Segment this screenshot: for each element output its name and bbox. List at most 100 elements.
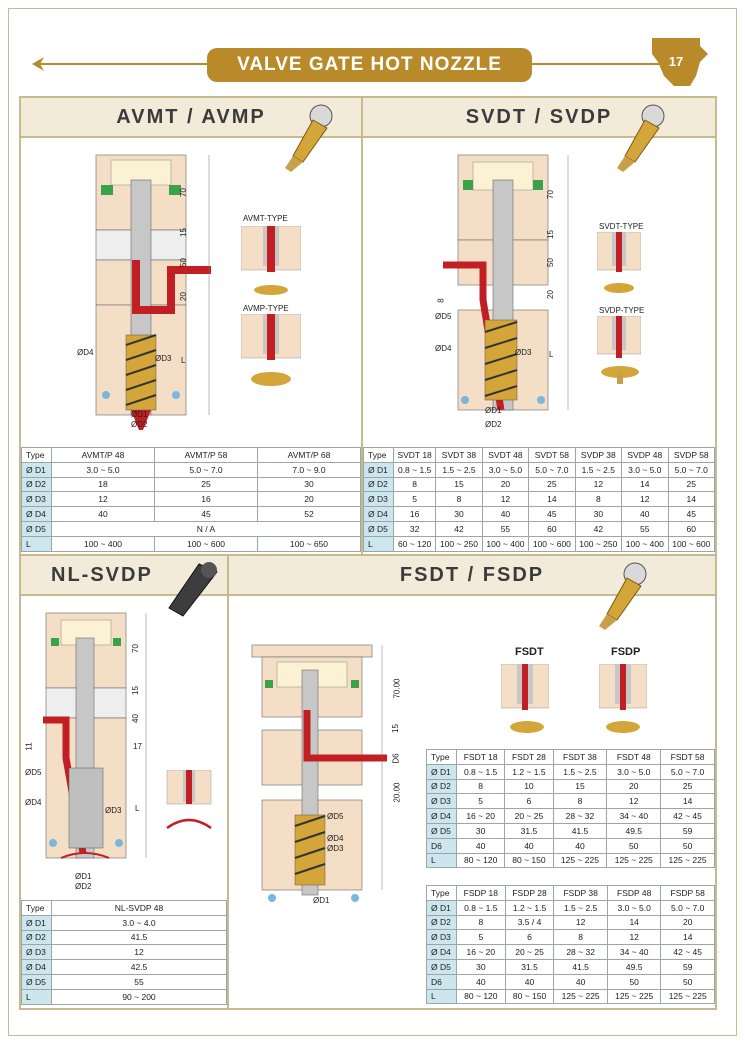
nl-dim-15: 15	[130, 686, 140, 695]
nl-table-row-label: Type	[21, 900, 52, 916]
fsdt-table-cell: FSDT 38	[552, 749, 608, 765]
nl-table-cell: 90 ~ 200	[51, 988, 227, 1005]
svdt-table-cell: 40	[481, 506, 530, 522]
avmt-table-cell: AVMT/P 68	[257, 447, 361, 463]
fsdp-table-cell: 40	[553, 973, 608, 990]
fsdp-table-row-label: Ø D2	[426, 914, 457, 931]
avmt-dim-d1: ØD1	[131, 410, 148, 419]
nozzle-badge-icon	[652, 38, 708, 86]
page-frame	[8, 8, 737, 1036]
fsdt-table-cell: FSDT 58	[660, 749, 715, 765]
fsdt-dim-d6: D6	[391, 753, 401, 764]
svdt-table-cell: 5.0 ~ 7.0	[667, 461, 716, 478]
fsdt-table-cell: 30	[455, 822, 506, 839]
fsdp-table-row-label: Type	[426, 885, 457, 901]
avmt-table-cell: 18	[51, 476, 155, 493]
svdt-dim-d3: ØD3	[515, 348, 532, 357]
nl-dim-l: L	[135, 804, 140, 813]
fsdt-table-cell: 28 ~ 32	[552, 808, 608, 824]
fsdt-table-cell: 1.5 ~ 2.5	[552, 763, 608, 780]
svdt-table-row-label: Ø D2	[363, 476, 394, 493]
fsdt-table-row-label: Ø D5	[426, 822, 457, 839]
fsdp-table-cell: 28 ~ 32	[553, 944, 608, 960]
fsdp-table-cell: 0.8 ~ 1.5	[456, 899, 506, 916]
svdt-type-b-detail	[597, 316, 641, 358]
fsdt-table-cell: 125 ~ 225	[660, 852, 715, 869]
fsdt-table-cell: 10	[504, 778, 554, 795]
svdt-dim-l: L	[549, 350, 554, 359]
fsdt-table-row-label: D6	[426, 837, 457, 854]
fsdp-table-cell: 59	[660, 958, 715, 975]
fsdt-table-cell: 31.5	[504, 822, 554, 839]
avmt-dim-l: L	[181, 356, 186, 365]
fsdt-table-row-label: Ø D2	[426, 778, 457, 795]
fsdp-table-cell: 12	[606, 929, 662, 946]
svdt-dim-20: 20	[545, 290, 555, 299]
page-number-badge: 17	[648, 32, 708, 92]
fsdp-table-cell: 80 ~ 150	[504, 988, 555, 1005]
avmt-nozzle-drawing	[95, 154, 211, 430]
fsdt-type-b-label: FSDP	[611, 646, 641, 658]
svdt-table-cell: 100 ~ 250	[574, 535, 623, 552]
fsdp-table-cell: 125 ~ 225	[606, 988, 662, 1005]
fsdt-table-cell: 80 ~ 150	[504, 852, 554, 869]
avmt-type-a-detail	[241, 226, 301, 272]
svdt-dim-50: 50	[545, 258, 555, 267]
svdt-table-cell: 16	[392, 506, 437, 522]
svdt-table-row-label: Ø D1	[363, 461, 394, 478]
svdt-table-cell: 14	[667, 491, 716, 508]
avmt-dim-70: 70	[178, 188, 188, 197]
nl-tip-detail	[166, 770, 212, 830]
fsdt-table-cell: 34 ~ 40	[606, 808, 662, 824]
avmt-table-row-label: Ø D1	[21, 461, 52, 478]
svdt-table-cell: SVDP 38	[574, 447, 623, 463]
fsdt-table-cell: 40	[455, 837, 506, 854]
svdt-dim-d5: ØD5	[435, 312, 452, 321]
avmt-dim-50: 50	[178, 258, 188, 267]
nl-dim-d2: ØD2	[75, 882, 92, 891]
nl-table-row-label: Ø D5	[21, 973, 52, 990]
fsdt-type-b-detail	[599, 664, 647, 710]
svdt-table-cell: 25	[667, 476, 716, 493]
avmt-table-cell: AVMT/P 58	[154, 447, 258, 463]
fsdp-table-cell: 40	[456, 973, 506, 990]
avmt-table-row-label: Ø D3	[21, 491, 52, 508]
fsdt-table-cell: 59	[660, 822, 715, 839]
svdt-table-row-label: Type	[363, 447, 394, 463]
svdt-table-cell: 8	[392, 476, 437, 493]
avmt-type-a-label: AVMT-TYPE	[243, 214, 288, 223]
nl-dim-d4: ØD4	[25, 798, 42, 807]
svdt-table-cell: 55	[621, 520, 669, 537]
fsdt-dim-20: 20.00	[392, 782, 402, 803]
nl-product-photo	[168, 562, 218, 617]
svdt-table-row-label: Ø D4	[363, 506, 394, 522]
fsdp-table-cell: 5.0 ~ 7.0	[660, 899, 715, 916]
fsdt-dim-d3: ØD3	[327, 844, 344, 853]
fsdt-nozzle-drawing	[251, 644, 387, 902]
avmt-table-cell: AVMT/P 48	[51, 447, 155, 463]
nl-dim-40: 40	[130, 714, 140, 723]
fsdt-table-cell: 40	[552, 837, 608, 854]
fsdt-table-row-label: Ø D1	[426, 763, 457, 780]
svdt-dim-d1: ØD1	[485, 406, 502, 415]
avmt-product-photo	[285, 104, 333, 172]
fsdt-table-cell: 16 ~ 20	[455, 808, 506, 824]
arrow-left-icon	[32, 57, 60, 71]
fsdp-table-cell: 42 ~ 45	[660, 944, 715, 960]
avmt-type-b-gate	[251, 372, 291, 386]
fsdt-type-a-label: FSDT	[515, 646, 544, 658]
